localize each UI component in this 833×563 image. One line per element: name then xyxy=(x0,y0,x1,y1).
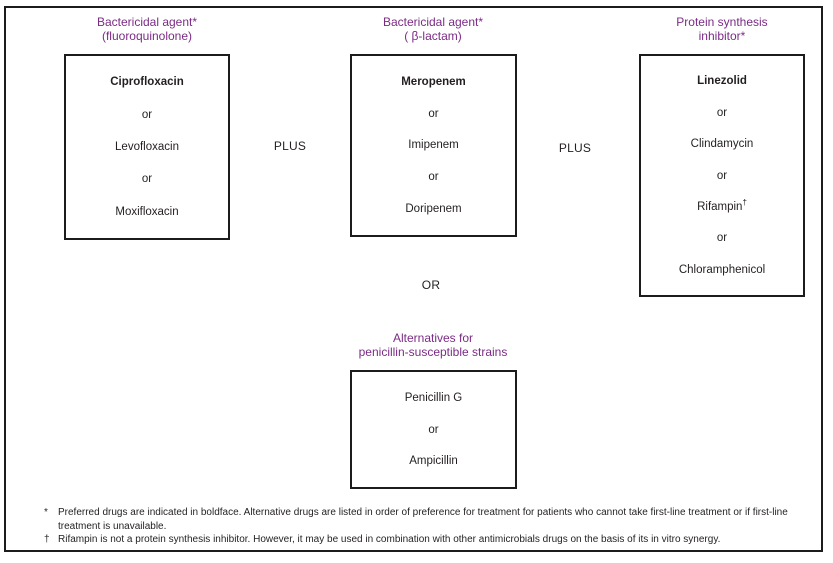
footnote-symbol: † xyxy=(44,534,50,545)
footnote-dagger: † Rifampin is not a protein synthesis in… xyxy=(44,533,810,547)
dagger-superscript: † xyxy=(742,198,747,208)
drug-name: Ciprofloxacin xyxy=(110,76,184,89)
or-separator: or xyxy=(428,107,439,120)
drug-name: Linezolid xyxy=(697,75,747,88)
footnote-text: Preferred drugs are indicated in boldfac… xyxy=(58,507,788,532)
column-header-line1: Bactericidal agent* xyxy=(96,15,198,29)
or-connector: OR xyxy=(421,278,441,292)
drug-name: Imipenem xyxy=(408,139,459,152)
column-header-protein-synthesis: Protein synthesis inhibitor* xyxy=(622,15,822,43)
alternatives-header: Alternatives for penicillin-susceptible … xyxy=(333,331,533,359)
or-separator: or xyxy=(141,173,153,186)
plus-connector-left: PLUS xyxy=(273,139,307,153)
column-header-fluoroquinolone: Bactericidal agent* (fluoroquinolone) xyxy=(47,15,247,43)
or-separator: or xyxy=(716,169,728,182)
drug-name: Chloramphenicol xyxy=(678,263,766,276)
drug-name: Levofloxacin xyxy=(115,140,179,153)
column-header-line2: (fluoroquinolone) xyxy=(101,29,193,43)
footnote-symbol: * xyxy=(44,507,48,518)
footnote-asterisk: * Preferred drugs are indicated in boldf… xyxy=(44,506,810,533)
plus-connector-right: PLUS xyxy=(558,141,592,155)
column-header-line2: inhibitor* xyxy=(698,29,746,43)
drug-name: Penicillin G xyxy=(404,391,463,404)
alternatives-header-line1: Alternatives for xyxy=(392,331,474,345)
drug-name: Ampicillin xyxy=(409,455,458,468)
drug-name: Doripenem xyxy=(405,203,462,216)
or-separator: or xyxy=(141,108,153,121)
column-header-line1: Protein synthesis xyxy=(676,15,768,29)
footnotes: * Preferred drugs are indicated in boldf… xyxy=(44,506,810,547)
footnote-text: Rifampin is not a protein synthesis inhi… xyxy=(58,534,721,545)
column-header-beta-lactam: Bactericidal agent* ( β-lactam) xyxy=(333,15,533,43)
drug-name: Meropenem xyxy=(401,75,466,88)
or-separator: or xyxy=(716,232,728,245)
drug-name: Clindamycin xyxy=(690,138,754,151)
or-separator: or xyxy=(428,423,439,436)
or-separator: or xyxy=(716,106,728,119)
drug-name: Rifampin† xyxy=(697,198,747,213)
figure-border: Bactericidal agent* (fluoroquinolone) Ci… xyxy=(4,6,823,552)
column-header-line2: ( β-lactam) xyxy=(404,29,462,43)
alternatives-header-line2: penicillin-susceptible strains xyxy=(358,345,508,359)
column-header-line1: Bactericidal agent* xyxy=(382,15,484,29)
drug-name: Moxifloxacin xyxy=(115,205,179,218)
or-separator: or xyxy=(428,171,439,184)
